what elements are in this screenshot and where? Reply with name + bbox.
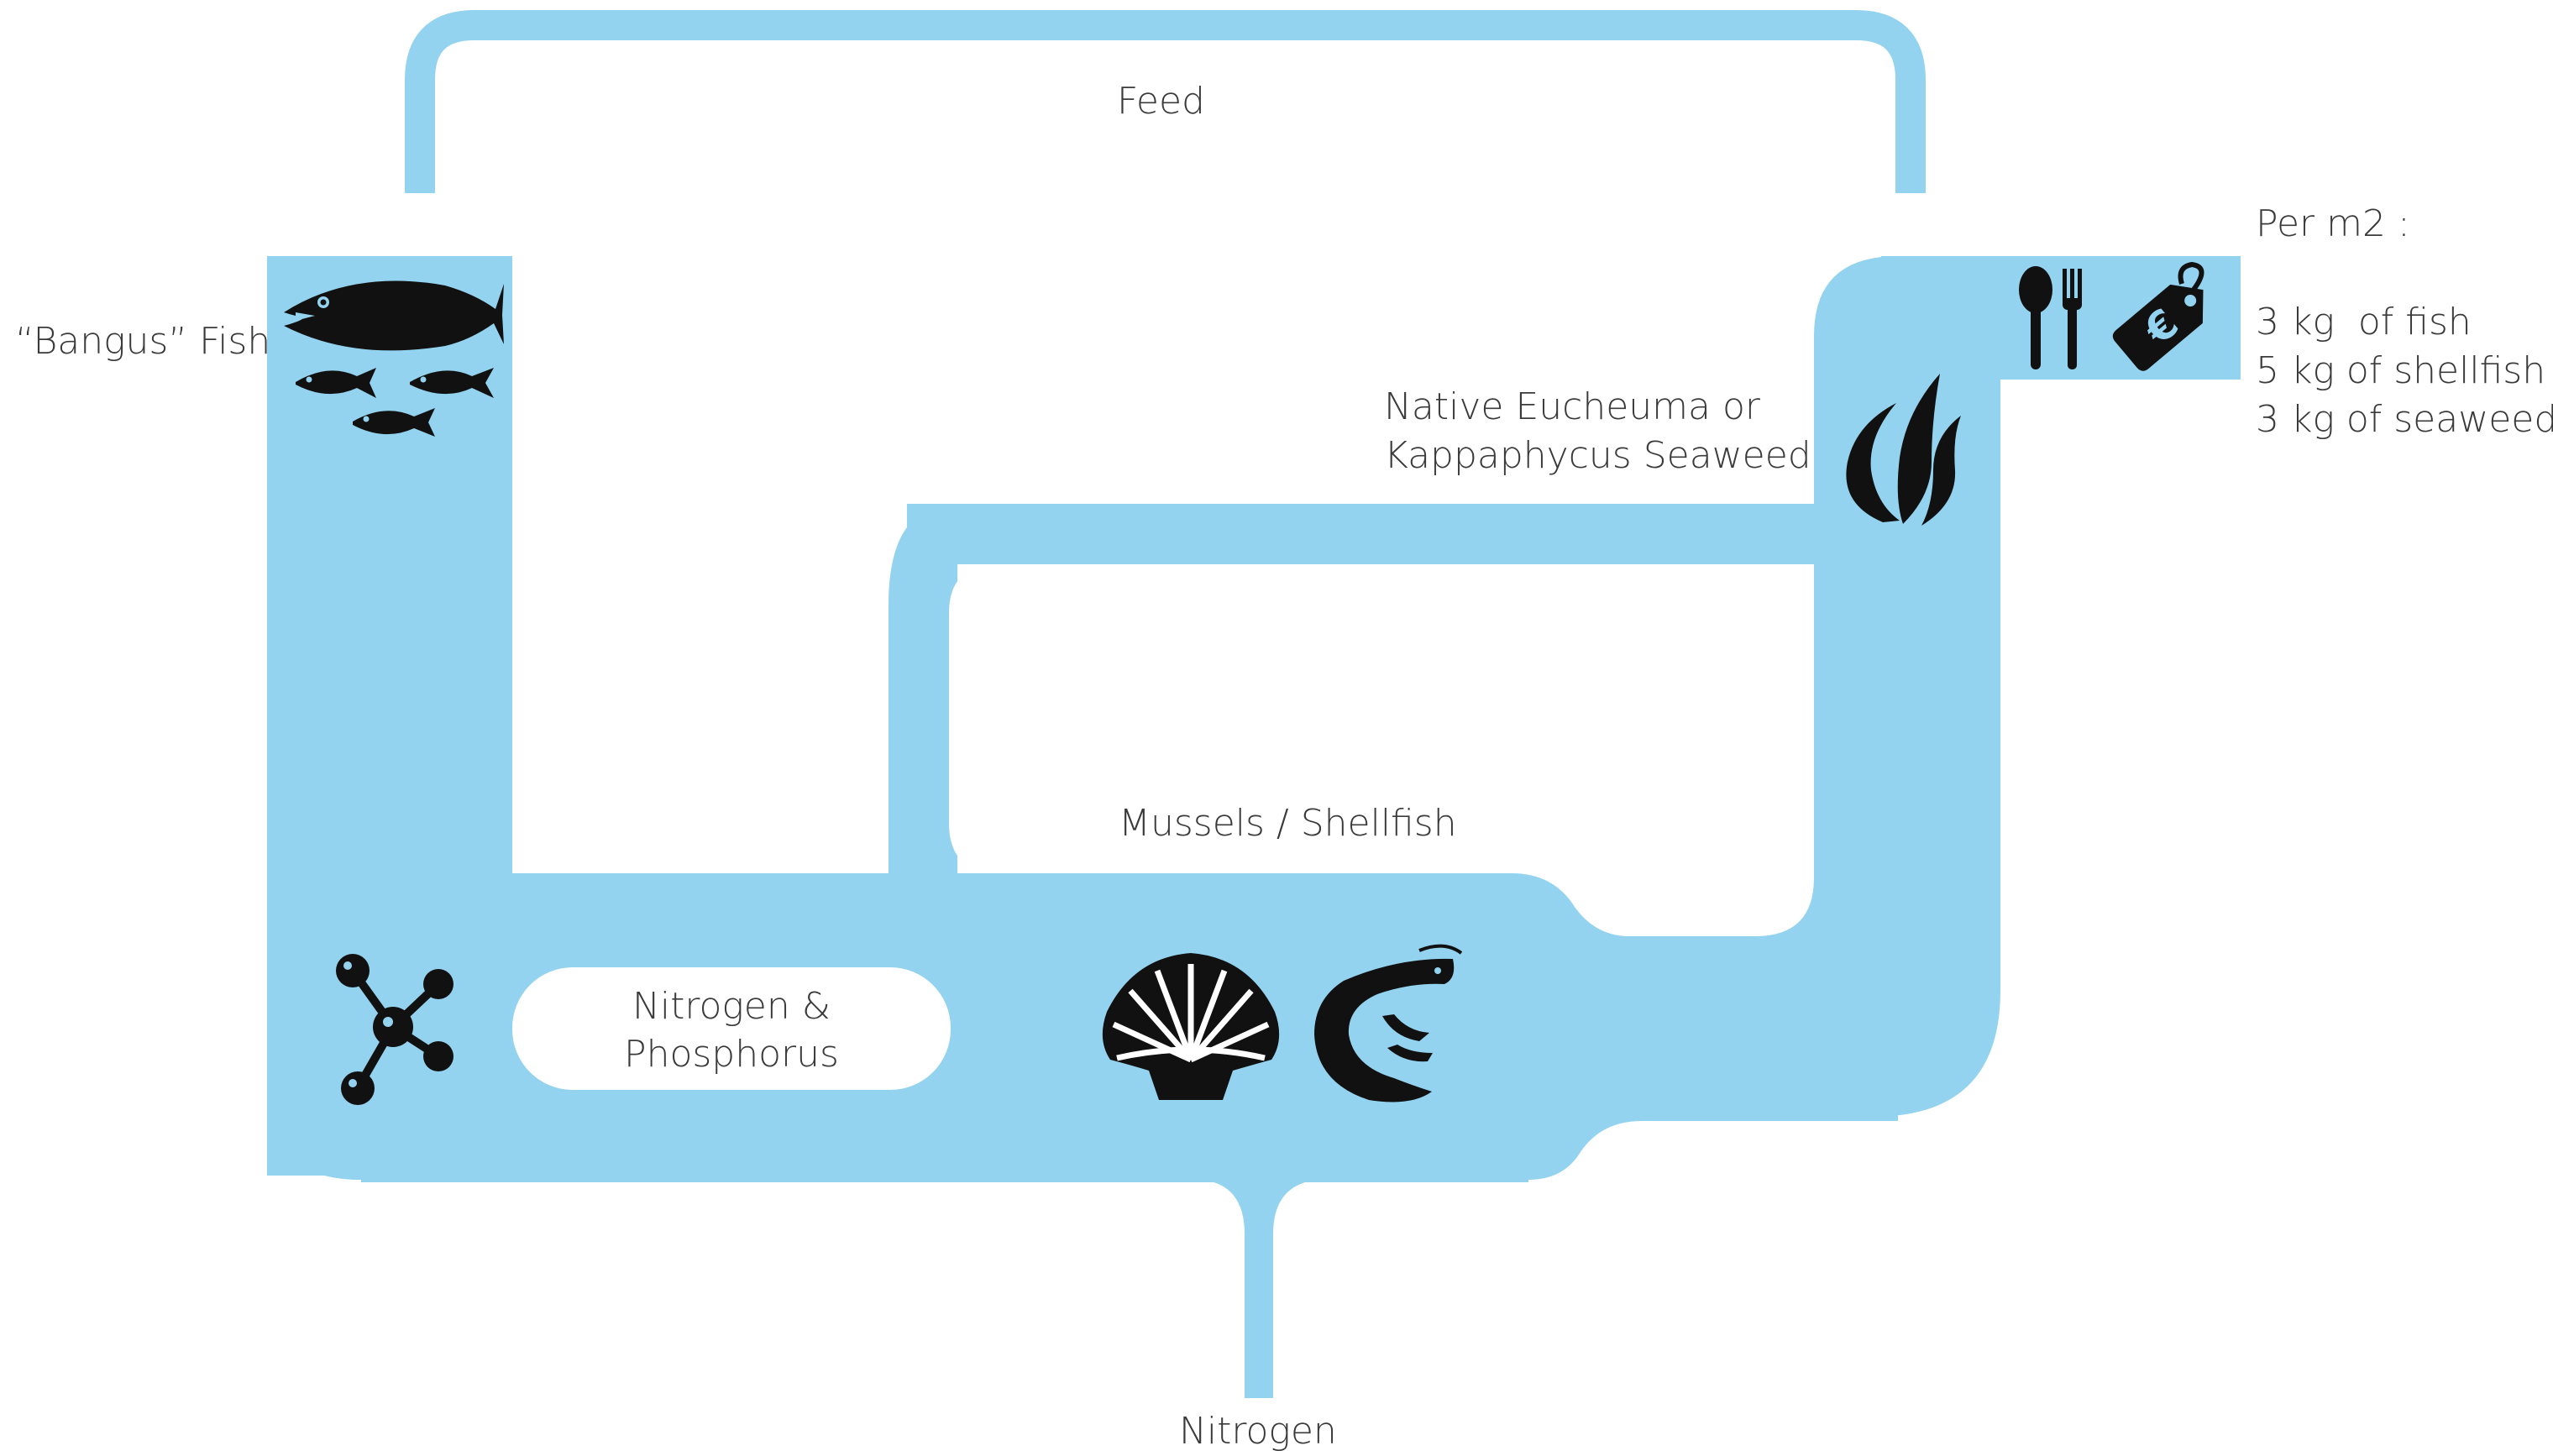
cutout-left [512, 256, 889, 873]
seaweed-label-line2: Kappaphycus Seaweed [1384, 434, 1811, 477]
nutrients-label-line1: Nitrogen & [632, 985, 831, 1028]
cutout-bottom [252, 1180, 2553, 1443]
cutout-bump [1528, 1121, 1932, 1180]
nutrients-pill [512, 967, 951, 1090]
spoon-icon [2019, 266, 2052, 369]
yield-seaweed: 3 kg of seaweed [2256, 398, 2553, 441]
nutrients-label-line2: Phosphorus [624, 1033, 839, 1076]
feed-label: Feed [1117, 80, 1205, 123]
cutout-top [889, 256, 1814, 504]
fish-label: “Bangus” Fish [15, 320, 271, 363]
small-fish-icon-3 [353, 408, 435, 437]
product-bar-corner [1881, 256, 1932, 420]
feed-pipe [405, 10, 1926, 193]
left-riser [889, 504, 957, 890]
euro-price-tag-icon: € [2112, 261, 2204, 371]
fish-icon [284, 280, 504, 351]
nitrogen-outflow-pipe-lower [1201, 1180, 1318, 1398]
bottom-edge [361, 1180, 1528, 1182]
cutout-inner [949, 564, 1814, 936]
shrimp-icon [1314, 944, 1463, 1102]
molecule-icon [336, 954, 453, 1105]
yield-heading: Per m2 : [2256, 202, 2410, 245]
yield-fish: 3 kg of fish [2256, 301, 2472, 343]
right-column-body [1814, 361, 2000, 1117]
small-fish-icon-2 [410, 368, 494, 398]
cutout-right-bottom [2000, 380, 2241, 1117]
fork-icon [2063, 269, 2082, 369]
yield-shellfish: 5 kg of shellfish [2256, 349, 2546, 392]
shellfish-label: Mussels / Shellfish [1119, 802, 1457, 845]
upper-channel [907, 504, 1881, 564]
small-fish-icon-1 [296, 368, 376, 398]
seaweed-label-line1: Native Eucheuma or [1384, 385, 1760, 428]
scallop-icon [1102, 953, 1280, 1100]
channel-cutouts [252, 256, 2553, 1443]
nitrogen-label: Nitrogen [1179, 1410, 1337, 1453]
seaweed-icon [1846, 374, 1961, 526]
